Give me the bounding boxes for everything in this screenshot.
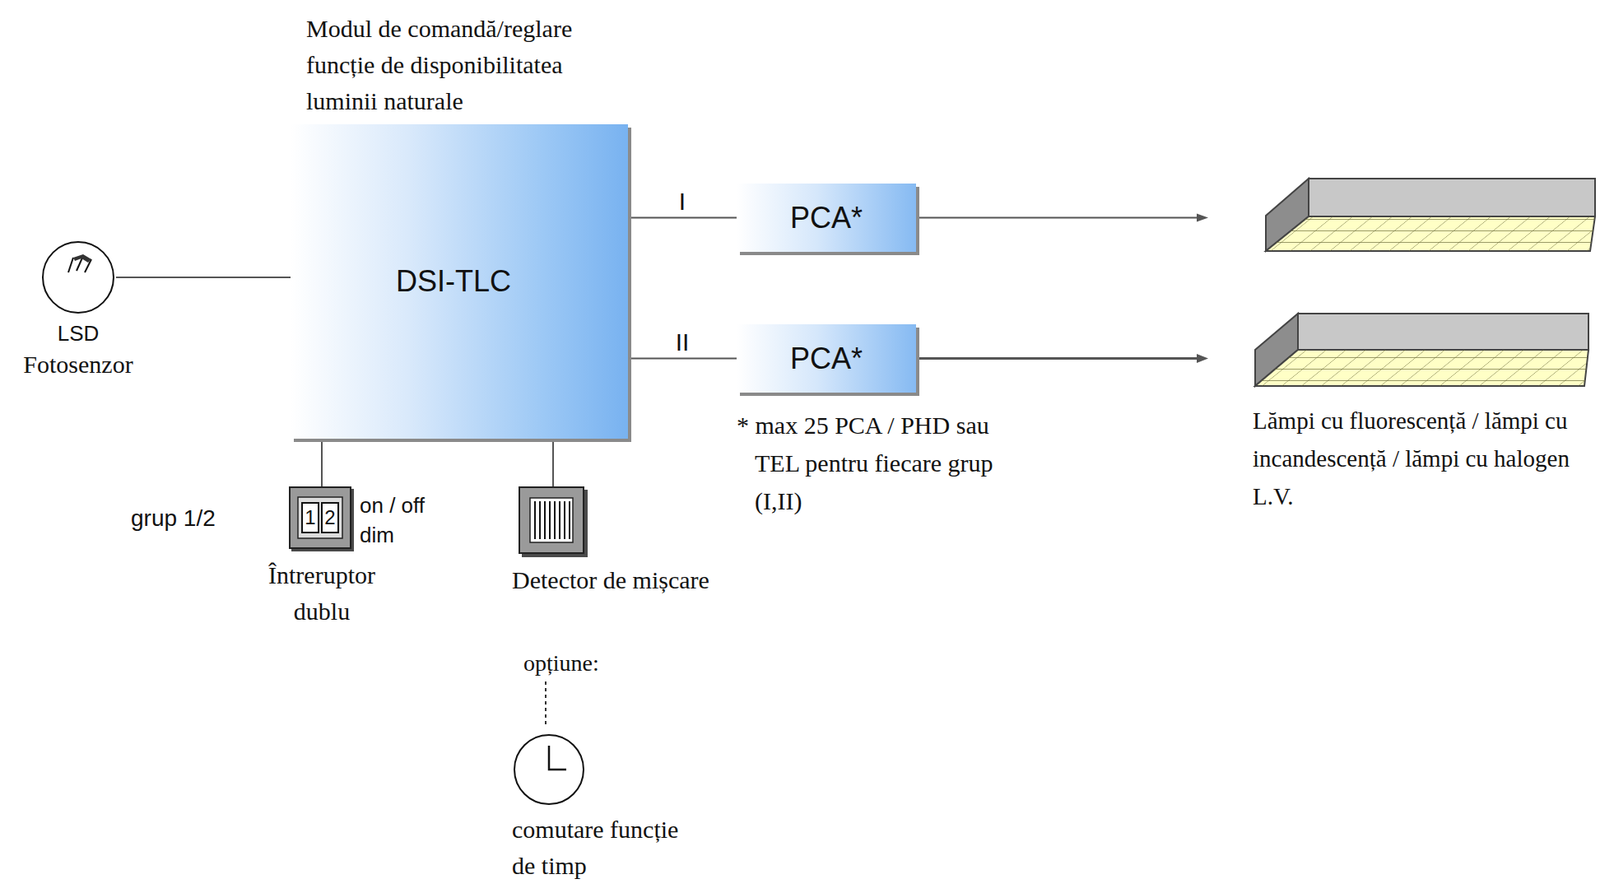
module-name: DSI-TLC xyxy=(395,264,512,299)
control-module: Modul de comandă/reglare funcție de disp… xyxy=(290,124,628,439)
switch-key-label: 2 xyxy=(320,502,340,534)
ballast-box: PCA* xyxy=(736,183,917,252)
switch-key-label: 1 xyxy=(301,502,320,534)
plate xyxy=(289,487,351,549)
switch-symbol: 12 xyxy=(288,486,355,553)
motion-detector-symbol xyxy=(518,486,588,558)
ballast-label: PCA* xyxy=(790,341,863,377)
detector-stripe xyxy=(534,501,536,540)
lamp-grid xyxy=(1255,349,1589,387)
arrow-head xyxy=(1196,213,1209,223)
connector-wire xyxy=(627,358,737,360)
motion-detector: Detector de mișcare xyxy=(511,486,792,599)
sensor-lens xyxy=(73,254,92,263)
time-switch: comutare funcție de timp xyxy=(511,732,718,884)
option-label: opțiune: xyxy=(523,648,600,679)
detector-stripe xyxy=(539,501,541,540)
clock-face xyxy=(514,734,584,805)
option-dashed-line xyxy=(544,681,547,728)
lamp-diffuser xyxy=(1255,349,1589,387)
module-heading: Modul de comandă/reglare funcție de disp… xyxy=(306,10,636,120)
plate-frame xyxy=(297,497,343,539)
detector-stripe xyxy=(563,501,566,540)
lamp-grid xyxy=(1265,216,1596,252)
footnote: * max 25 PCA / PHD sau TEL pentru fiecar… xyxy=(736,406,1002,521)
lamp-fixture xyxy=(1255,313,1589,387)
arrow-head xyxy=(1196,353,1209,363)
clock-hands xyxy=(548,745,567,770)
switch-keys: 12 xyxy=(301,502,340,534)
lamp-diffuser xyxy=(1265,216,1596,252)
detector-stripe xyxy=(553,501,556,540)
detector-stripe xyxy=(568,501,571,540)
lamp-types-label: Lămpi cu fluorescență / lămpi cu incande… xyxy=(1252,401,1574,516)
sensor-code: LSD xyxy=(57,318,100,349)
detector-stripe xyxy=(558,501,561,540)
connector-wire xyxy=(552,438,554,487)
time-switch-name: comutare funcție de timp xyxy=(511,811,702,884)
group-label: grup 1/2 xyxy=(130,503,216,534)
photo-sensor-symbol xyxy=(40,239,117,316)
sensor-name: Fotosenzor xyxy=(23,348,133,382)
detector-stripe xyxy=(544,501,546,540)
detector-name: Detector de mișcare xyxy=(511,562,710,599)
channel-label: II xyxy=(675,328,690,357)
output-wire xyxy=(916,217,1200,219)
connector-wire xyxy=(320,438,323,487)
ballast-label: PCA* xyxy=(790,200,863,236)
detector-stripe xyxy=(548,501,551,540)
connector-wire xyxy=(116,276,291,279)
switch-name: Întreruptor dublu xyxy=(251,557,392,630)
channel-label: I xyxy=(679,187,686,216)
sensor-outline xyxy=(42,241,114,313)
ballast-box: PCA* xyxy=(736,324,917,393)
detector-window xyxy=(530,497,573,543)
photo-sensor: LSDFotosenzor xyxy=(8,239,149,382)
output-wire xyxy=(916,357,1200,360)
lamp-fixture xyxy=(1265,178,1596,252)
detector-housing xyxy=(519,487,584,554)
lamp-body xyxy=(1297,313,1589,350)
switch-function-label: on / off dim xyxy=(359,490,451,550)
light-ray xyxy=(68,257,74,273)
clock-symbol xyxy=(511,732,587,807)
lamp-body xyxy=(1308,178,1596,217)
connector-wire xyxy=(627,217,737,219)
